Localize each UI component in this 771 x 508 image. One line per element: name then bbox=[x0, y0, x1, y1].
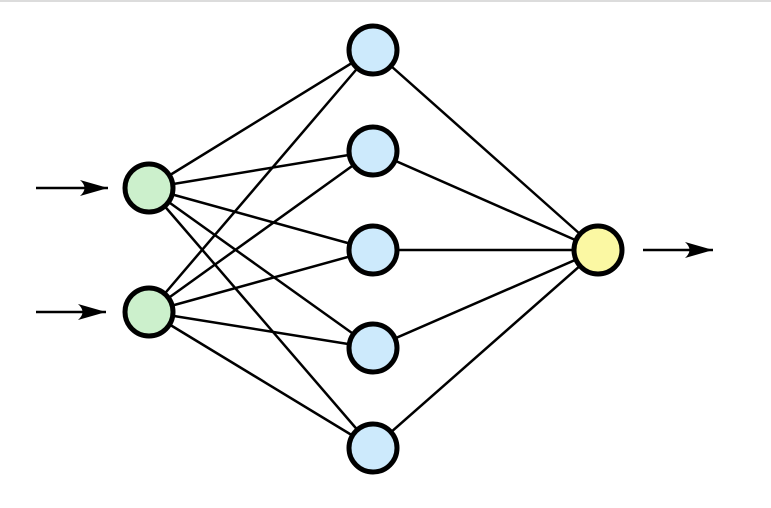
edge-input-2-hidden-3 bbox=[148, 248, 374, 314]
edge-hidden-5-output-1 bbox=[372, 249, 599, 449]
hidden-node-5 bbox=[346, 421, 400, 475]
edges-group bbox=[148, 48, 599, 450]
edge-input-2-hidden-2 bbox=[148, 149, 374, 314]
arrows-group bbox=[36, 180, 713, 320]
output-node-1 bbox=[571, 223, 625, 277]
hidden-node-4 bbox=[346, 321, 400, 375]
edge-input-1-hidden-1 bbox=[148, 48, 374, 190]
edge-input-2-hidden-1 bbox=[148, 49, 374, 313]
window-top-border bbox=[0, 0, 771, 2]
input-node-2 bbox=[122, 285, 176, 339]
edge-input-1-hidden-2 bbox=[148, 149, 374, 190]
edge-hidden-4-output-1 bbox=[372, 248, 599, 350]
edge-input-1-hidden-3 bbox=[148, 186, 374, 252]
edge-input-1-hidden-5 bbox=[148, 187, 374, 449]
nodes-group bbox=[122, 23, 625, 475]
hidden-node-2 bbox=[346, 124, 400, 178]
edge-input-1-hidden-4 bbox=[148, 186, 374, 350]
edge-hidden-1-output-1 bbox=[372, 49, 599, 251]
edge-input-2-hidden-5 bbox=[148, 310, 374, 450]
input-node-1 bbox=[122, 161, 176, 215]
edge-input-2-hidden-4 bbox=[148, 310, 374, 350]
hidden-node-1 bbox=[346, 23, 400, 77]
hidden-node-3 bbox=[346, 223, 400, 277]
edge-hidden-2-output-1 bbox=[372, 149, 599, 252]
